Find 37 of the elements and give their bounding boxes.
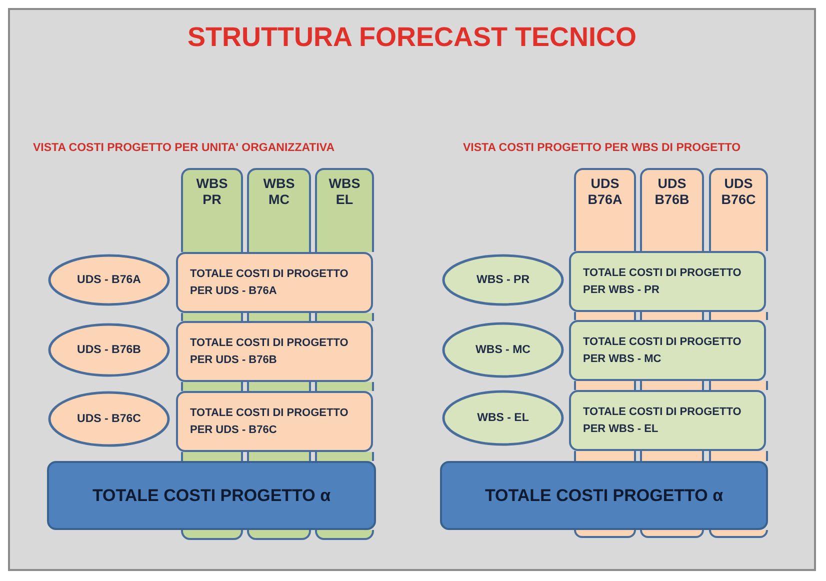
column-bar xyxy=(315,168,374,252)
cost-box xyxy=(569,251,766,312)
column-bar xyxy=(247,168,311,252)
section-heading: VISTA COSTI PROGETTO PER WBS DI PROGETTO xyxy=(463,142,741,154)
unit-label: UDS - B76B xyxy=(77,344,141,356)
unit-label: WBS - PR xyxy=(476,274,530,286)
unit-label: UDS - B76A xyxy=(77,274,141,286)
section-heading: VISTA COSTI PROGETTO PER UNITA' ORGANIZZATIVA xyxy=(33,142,335,154)
cost-box xyxy=(569,390,766,451)
column-heading: UDS B76C xyxy=(720,176,757,208)
cost-box xyxy=(176,321,373,382)
cost-text: TOTALE COSTI DI PROGETTO PER WBS - MC xyxy=(583,334,742,366)
column-bar xyxy=(574,168,636,251)
total-text: TOTALE COSTI PROGETTO α xyxy=(484,486,724,506)
column-heading: WBS PR xyxy=(195,176,229,208)
column-heading: UDS B76A xyxy=(586,176,624,208)
column-heading: WBS MC xyxy=(262,176,296,208)
total-bar xyxy=(47,461,376,530)
total-text: TOTALE COSTI PROGETTO α xyxy=(92,486,331,506)
column-bar xyxy=(181,168,243,252)
column-bar xyxy=(640,168,704,251)
unit-label: UDS - B76C xyxy=(77,413,141,425)
column-bar xyxy=(709,168,768,251)
cost-box xyxy=(176,252,373,313)
column-heading: UDS B76B xyxy=(654,176,690,208)
cost-text: TOTALE COSTI DI PROGETTO PER WBS - PR xyxy=(583,266,742,298)
cost-box xyxy=(569,320,766,381)
cost-box xyxy=(176,391,373,452)
column-heading: WBS EL xyxy=(328,176,362,208)
title: STRUTTURA FORECAST TECNICO xyxy=(186,22,638,53)
cost-text: TOTALE COSTI DI PROGETTO PER UDS - B76C xyxy=(190,406,350,438)
total-bar xyxy=(440,461,768,530)
unit-label: WBS - MC xyxy=(476,344,530,356)
cost-text: TOTALE COSTI DI PROGETTO PER WBS - EL xyxy=(583,404,742,436)
cost-text: TOTALE COSTI DI PROGETTO PER UDS - B76B xyxy=(190,336,350,368)
unit-label: WBS - EL xyxy=(477,412,529,424)
cost-text: TOTALE COSTI DI PROGETTO PER UDS - B76A xyxy=(190,266,350,298)
